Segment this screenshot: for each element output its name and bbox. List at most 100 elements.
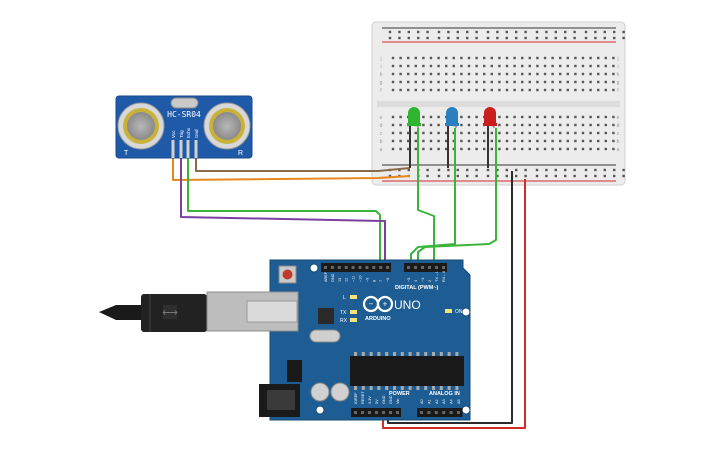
header-pin[interactable] <box>354 411 357 414</box>
header-pin[interactable] <box>379 266 383 269</box>
breadboard-row-letter: g <box>380 80 383 86</box>
header-pin-label: 3.3V <box>368 396 372 404</box>
header-pin[interactable] <box>372 266 376 269</box>
sensor-pin-label: Echo <box>186 127 191 138</box>
header-pin[interactable] <box>428 266 431 269</box>
leds <box>407 107 497 128</box>
wire-green-led1 <box>417 128 435 268</box>
header-pin[interactable] <box>396 411 399 414</box>
header-pin[interactable] <box>407 266 410 269</box>
sensor-pin-label: Gnd <box>194 129 199 138</box>
reset-button-cap[interactable] <box>282 269 293 280</box>
header-pin-label: ~9 <box>365 278 369 282</box>
header-pin-label: 12 <box>345 278 349 282</box>
header-pin[interactable] <box>449 411 453 414</box>
led-l-label: L <box>343 295 346 301</box>
arduino-uno[interactable]: ⟷ L TX <box>99 259 471 421</box>
header-pin[interactable] <box>414 266 417 269</box>
breadboard-row-letter: g <box>617 80 620 86</box>
header-pin-label: ~10 <box>359 276 363 282</box>
header-pin-label: AREF <box>324 271 328 282</box>
digital-header-label: DIGITAL (PWM~) <box>395 285 439 291</box>
atmega-chip <box>350 352 464 390</box>
led-green[interactable] <box>407 107 421 128</box>
breadboard-row-letter: e <box>380 115 383 121</box>
wire-green-echo <box>187 158 381 268</box>
header-pin[interactable] <box>375 411 378 414</box>
breadboard-row-letter: d <box>617 123 620 129</box>
breadboard-top-rails <box>382 27 625 43</box>
header-pin-label: ~3 <box>421 278 425 282</box>
led-blue[interactable] <box>445 107 459 128</box>
transducer-left <box>117 102 165 150</box>
header-pin-label: IOREF <box>354 392 358 404</box>
header-pin[interactable] <box>344 266 348 269</box>
header-pin-label: 2 <box>428 280 432 282</box>
header-pin-label: Vin <box>396 399 400 404</box>
header-pin[interactable] <box>435 266 438 269</box>
header-pin-label: TX→1 <box>435 271 439 282</box>
breadboard-row-letter: h <box>617 72 620 78</box>
header-pin[interactable] <box>442 411 446 414</box>
header-pin-label: A5 <box>457 399 461 404</box>
header-pin-label: RESET <box>361 391 365 404</box>
header-pin-label: RX←0 <box>442 271 446 282</box>
wire-orange <box>172 158 411 181</box>
header-pin[interactable] <box>382 411 385 414</box>
crystal-oscillator <box>170 97 199 109</box>
header-pin[interactable] <box>434 411 438 414</box>
header-pin[interactable] <box>457 411 460 414</box>
svg-text:+: + <box>383 300 388 309</box>
header-pin-label: A4 <box>450 399 454 404</box>
header-pin[interactable] <box>358 266 362 269</box>
header-pin[interactable] <box>421 266 424 269</box>
header-pin-label: A3 <box>442 399 446 404</box>
board-model-label: UNO <box>394 298 421 312</box>
header-pin[interactable] <box>427 411 431 414</box>
header-pin-label: ~11 <box>352 276 356 282</box>
header-pin[interactable] <box>420 411 423 414</box>
wire-purple-trig <box>180 158 386 268</box>
board-brand-label: ARDUINO <box>365 316 391 322</box>
header-pin[interactable] <box>386 266 390 269</box>
header-pin[interactable] <box>337 266 341 269</box>
header-pin[interactable] <box>361 411 364 414</box>
sensor-pin-gnd[interactable] <box>194 140 198 158</box>
sensor-pin-vcc[interactable] <box>171 140 175 158</box>
header-pin[interactable] <box>330 266 334 269</box>
header-pin[interactable] <box>389 411 392 414</box>
header-pin-label: A0 <box>420 399 424 404</box>
led-red[interactable] <box>483 107 497 128</box>
sensor-mark-t: T <box>124 150 129 157</box>
analog-header-label: ANALOG IN <box>429 391 460 397</box>
sensor-pin-trig[interactable] <box>179 140 183 158</box>
sensor-pin-label: Trig <box>179 130 184 138</box>
sensor-pin-echo[interactable] <box>186 140 190 158</box>
header-pin-label: ~6 <box>386 278 390 282</box>
header-pin-label: GND <box>382 395 386 404</box>
usb-cable: ⟷ <box>99 294 207 332</box>
breadboard-row-letter: f <box>380 88 382 94</box>
header-pin[interactable] <box>365 266 369 269</box>
header-pin[interactable] <box>351 266 355 269</box>
header-pin-label: 5V <box>375 399 379 404</box>
arduino-logo-icon: − + <box>362 295 394 313</box>
led-rx-label: RX <box>340 318 348 324</box>
breadboard-row-letter: c <box>380 131 383 137</box>
header-pin[interactable] <box>368 411 371 414</box>
svg-text:−: − <box>369 300 374 309</box>
header-pin-label: GND <box>389 395 393 404</box>
breadboard-row-letter: h <box>380 72 383 78</box>
header-pin[interactable] <box>324 266 327 269</box>
svg-text:⟷: ⟷ <box>162 307 178 319</box>
breadboard-row-letter: i <box>617 64 618 70</box>
on-label: ON <box>455 309 463 315</box>
header-pin[interactable] <box>442 266 445 269</box>
